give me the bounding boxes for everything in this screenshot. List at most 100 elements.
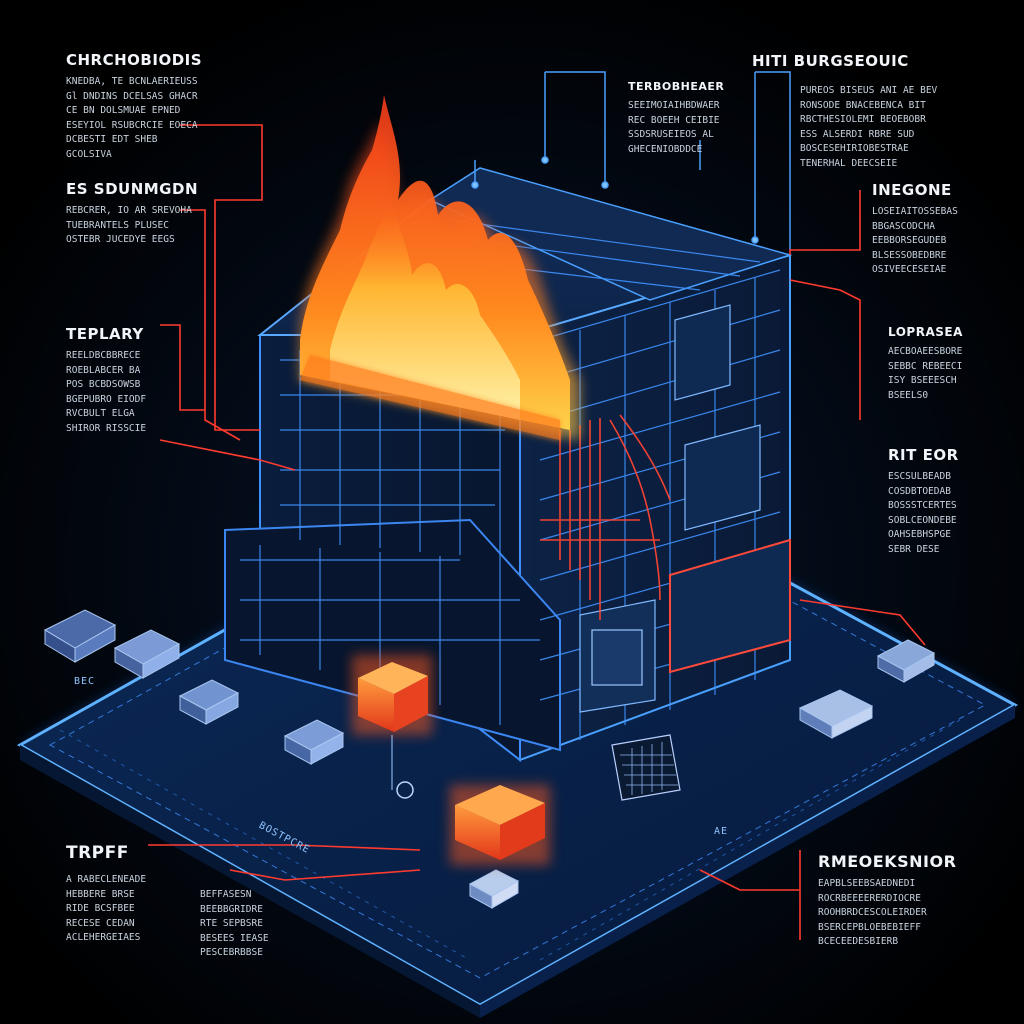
callout-line: RBCTHESIOLEMI BEOEBOBR	[800, 114, 926, 125]
callout-line: SEEIMOIAIHBDWAER	[628, 100, 720, 111]
callout-line: BESEES IEASE	[200, 932, 269, 944]
callout-title: TRPFF	[66, 843, 129, 863]
callout-line: ESS ALSERDI RBRE SUD	[800, 128, 915, 140]
callout-line: RTE SEPBSRE	[200, 918, 263, 929]
blue-connectors	[471, 71, 791, 250]
callout-line: GHECENIOBDDCE	[628, 143, 703, 155]
callout-c3: TEPLARY REELDBCBBRECE ROEBLABCER BA POS …	[66, 325, 146, 436]
callout-line: A RABECLENEADE	[66, 874, 147, 885]
callout-line: SEBBC REBEECI	[888, 360, 963, 372]
callout-line: BBGASCODCHA	[872, 220, 935, 232]
callout-line: BOSCESEHIRIOBESTRAE	[800, 143, 909, 154]
machine-2	[113, 629, 181, 679]
callout-c1: CHRCHOBIODIS KNEDBA, TE BCNLAERIEUSS Gl …	[66, 51, 202, 162]
callout-line: RIDE BCSFBEE	[66, 903, 135, 914]
callout-line: Gl DNDINS DCELSAS GHACR	[66, 90, 198, 102]
callout-c6: INEGONE LOSEIAITOSSEBAS BBGASCODCHA EEBB…	[872, 181, 958, 278]
callout-title: RMEOEKSNIOR	[818, 852, 957, 871]
building-lower-block	[224, 518, 561, 752]
callout-line: REELDBCBBRECE	[66, 350, 141, 361]
ground-panel	[611, 734, 681, 801]
callout-line: KNEDBA, TE BCNLAERIEUSS	[66, 76, 198, 87]
callout-line: ROOHBRDCESCOLEIRDER	[818, 907, 927, 918]
callout-c11: RMEOEKSNIOR EAPBLSEEBSAEDNEDI ROCRBEEEER…	[818, 852, 956, 950]
callout-line: BLSESSOBEDBRE	[872, 249, 947, 261]
callout-title: TERBOBHEAER	[628, 80, 725, 93]
platform-tag: AE	[714, 826, 729, 837]
callout-line: DCBESTI EDT SHEB	[66, 134, 158, 145]
callout-line: GCOLSIVA	[66, 148, 112, 160]
machine-6	[876, 639, 936, 683]
hot-cube-lower	[450, 785, 550, 865]
callout-title: LOPRASEA	[888, 325, 963, 339]
heat-wires	[540, 414, 671, 620]
callout-line: EAPBLSEEBSAEDNEDI	[818, 878, 916, 889]
machine-3	[178, 679, 240, 725]
callout-line: SSDSRUSEIEOS AL	[628, 129, 714, 140]
callout-line: PESCEBRBBSE	[200, 947, 263, 958]
callout-line: RONSODE BNACEBENCA BIT	[800, 99, 926, 111]
machine-1	[43, 609, 117, 663]
callout-line: ROEBLABCER BA	[66, 364, 141, 376]
callout-line: LOSEIAITOSSEBAS	[872, 206, 958, 217]
callout-line: BCECEEDESBIERB	[818, 936, 899, 947]
machine-5	[798, 689, 874, 739]
callout-line: BEEBBGRIDRE	[200, 903, 263, 915]
callout-line: BSEELS0	[888, 389, 929, 401]
callout-line: RECESE CEDAN	[66, 917, 135, 929]
callout-title: ES SDUNMGDN	[66, 180, 199, 198]
callout-line: SOBLCEONDEBE	[888, 514, 957, 526]
callout-line: PUREOS BISEUS ANI AE BEV	[800, 85, 938, 96]
callout-line: BEFFASESN	[200, 889, 252, 900]
callout-c2: ES SDUNMGDN REBCRER, IO AR SREVOHA TUEBR…	[66, 180, 198, 248]
callout-line: TENERHAL DEECSEIE	[800, 157, 898, 169]
platform-machines	[43, 609, 936, 909]
leader-lines	[148, 124, 926, 940]
callout-line: CE BN DOLSMUAE EPNED	[66, 105, 181, 116]
platform-tag: BEC	[74, 676, 96, 687]
callout-c5: HITI BURGSEOUIC PUREOS BISEUS ANI AE BEV…	[752, 52, 937, 171]
panel-screen-1	[674, 304, 731, 401]
callout-line: ACLEHERGEIAES	[66, 932, 141, 943]
callout-line: AECBOAEESBORE	[888, 346, 963, 357]
node-marker	[396, 781, 414, 799]
callout-c4: TERBOBHEAER SEEIMOIAIHBDWAER REC BOEEH C…	[628, 80, 724, 157]
panel-screen-2	[684, 424, 761, 531]
callout-c9: TRPFF A RABECLENEADE HEBBERE BRSE RIDE B…	[66, 843, 146, 946]
callout-line: ISY BSEEESCH	[888, 375, 957, 386]
callout-line: OAHSEBHSPGE	[888, 529, 951, 540]
callout-line: REC BOEEH CEIBIE	[628, 114, 720, 126]
callout-line: BOSSSTCERTES	[888, 500, 957, 511]
callout-line: COSDBTOEDAB	[888, 485, 951, 497]
callout-line: SEBR DESE	[888, 543, 940, 555]
callout-line: ESEYIOL RSUBCRCIE EOECA	[66, 119, 198, 131]
callout-title: INEGONE	[872, 181, 952, 199]
callout-c8: RIT EOR ESCSULBEADB COSDBTOEDAB BOSSSTCE…	[888, 446, 959, 557]
callout-line: ESCSULBEADB	[888, 471, 951, 482]
callout-title: HITI BURGSEOUIC	[752, 52, 909, 70]
callout-line: POS BCBDSOWSB	[66, 379, 141, 390]
callout-line: ROCRBEEEERERDIOCRE	[818, 892, 921, 904]
hot-cube-upper	[352, 655, 432, 735]
callout-line: RVCBULT ELGA	[66, 408, 135, 419]
fire	[300, 95, 580, 440]
callout-title: TEPLARY	[66, 325, 144, 343]
callout-line: EEBBORSEGUDEB	[872, 235, 947, 246]
callout-c7: LOPRASEA AECBOAEESBORE SEBBC REBEECI ISY…	[888, 325, 963, 403]
callout-line: BGEPUBRO EIODF	[66, 393, 147, 405]
callout-line: OSIVEECESEIAE	[872, 264, 947, 275]
callout-title: CHRCHOBIODIS	[66, 51, 203, 69]
panel-data-block	[591, 629, 643, 686]
callout-line: HEBBERE BRSE	[66, 888, 135, 900]
callout-line: SHIROR RISSCIE	[66, 422, 147, 434]
right-face-panels	[579, 304, 791, 713]
callout-title: RIT EOR	[888, 446, 959, 464]
callout-line: BSERCEPBLOEBEBIEFF	[818, 921, 921, 933]
callout-c10: BEFFASESN BEEBBGRIDRE RTE SEPBSRE BESEES…	[200, 888, 269, 961]
hot-cubes	[352, 655, 550, 865]
callout-line: TUEBRANTELS PLUSEC	[66, 219, 169, 231]
machine-4	[283, 719, 345, 765]
callout-line: REBCRER, IO AR SREVOHA	[66, 205, 192, 216]
callout-line: OSTEBR JUCEDYE EEGS	[66, 234, 175, 245]
panel-screen-3	[669, 538, 791, 674]
